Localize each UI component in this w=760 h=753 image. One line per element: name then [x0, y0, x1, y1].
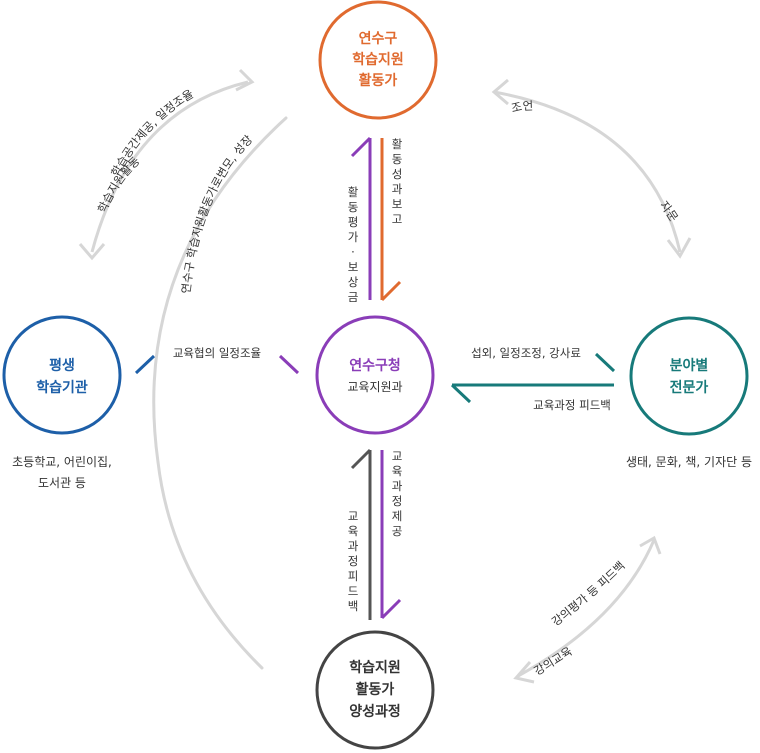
arrow-bottom-to-center: [350, 448, 372, 620]
label-arc-left-big: 연수구 학습지원활동가로변모, 성장: [179, 132, 256, 294]
arrow-center-to-right: [452, 352, 616, 373]
arrow-center-to-bottom: [380, 450, 402, 620]
node-center: 연수구청 교육지원과: [315, 315, 435, 435]
caption-right: 생태, 문화, 책, 기자단 등: [614, 452, 760, 473]
label-arc-bottomright-inner: 강의교육: [531, 644, 574, 678]
caption-left-line-1: 초등학교, 어린이집,: [12, 455, 112, 469]
node-bottom: 학습지원 활동가 양성과정: [315, 630, 435, 750]
node-right-line-2: 전문가: [670, 379, 709, 396]
node-left-line-1: 평생: [49, 357, 75, 374]
label-arc-topleft-outer: 학습공간제공, 일정조율: [108, 87, 196, 179]
node-right-line-1: 분야별: [670, 357, 709, 374]
arrow-center-to-top: [350, 136, 372, 300]
node-center-title: 연수구청: [349, 358, 401, 374]
node-bottom-line-2: 활동가: [356, 681, 395, 698]
arc-topleft: [78, 68, 255, 261]
label-center-to-left: 교육협의 일정조율: [173, 346, 261, 360]
node-left: 평생 학습기관: [2, 315, 122, 435]
arrow-right-to-center: [450, 383, 614, 404]
node-top-line-2: 학습지원: [352, 52, 404, 68]
label-right-to-center: 교육과정 피드백: [533, 398, 611, 412]
arc-right: [491, 78, 692, 259]
node-top-line-3: 활동가: [359, 72, 398, 89]
label-center-to-right: 섭외, 일정조정, 강사료: [471, 346, 581, 360]
node-center-subtitle: 교육지원과: [347, 380, 402, 394]
label-arc-right-outer: 조언: [510, 99, 534, 116]
caption-right-text: 생태, 문화, 책, 기자단 등: [625, 455, 753, 469]
node-bottom-line-1: 학습지원: [349, 660, 401, 676]
node-right: 분야별 전문가: [629, 316, 749, 436]
node-top: 연수구 학습지원 활동가: [318, 0, 438, 120]
arc-left-big: [152, 116, 288, 670]
node-top-line-1: 연수구: [359, 31, 398, 47]
caption-left: 초등학교, 어린이집, 도서관 등: [0, 452, 124, 494]
arrow-top-to-center: [380, 138, 402, 302]
node-left-line-2: 학습기관: [36, 379, 88, 396]
caption-left-line-2: 도서관 등: [38, 476, 86, 490]
label-arc-bottomright-outer: 강의평가 등 피드백: [549, 559, 628, 629]
node-bottom-line-3: 양성과정: [349, 703, 401, 720]
label-arc-right-inner: 자문: [657, 198, 681, 224]
arc-bottomright: [513, 535, 662, 684]
arrow-center-to-left: [134, 354, 300, 375]
